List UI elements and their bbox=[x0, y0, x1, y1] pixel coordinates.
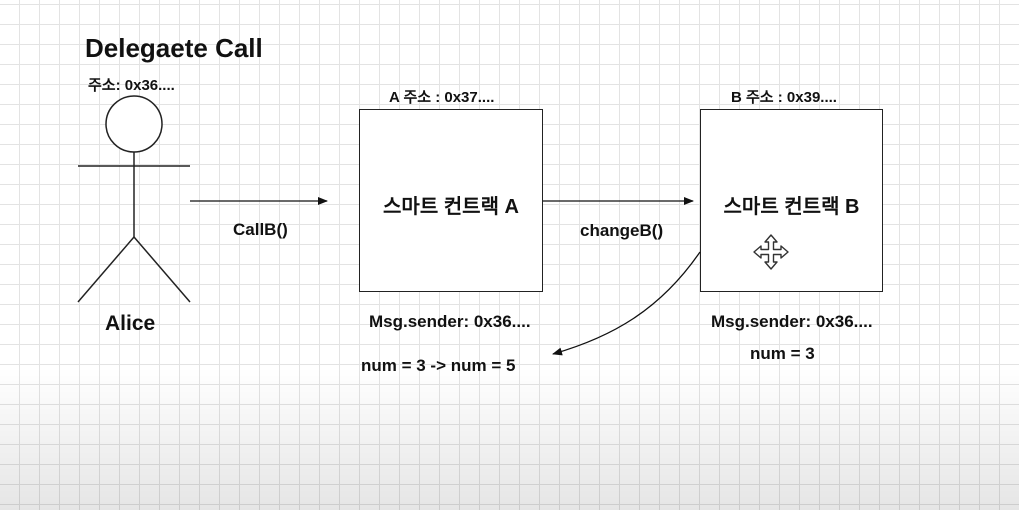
arrow-b-back-to-a bbox=[552, 251, 701, 356]
contract-b-address: B 주소 : 0x39.... bbox=[731, 89, 837, 106]
contract-a-msg-sender: Msg.sender: 0x36.... bbox=[369, 312, 531, 331]
contract-a-state: num = 3 -> num = 5 bbox=[361, 356, 516, 375]
contract-a-address: A 주소 : 0x37.... bbox=[389, 89, 495, 106]
move-icon[interactable] bbox=[752, 233, 790, 271]
contract-b-box[interactable]: 스마트 컨트랙 B bbox=[700, 109, 883, 292]
contract-a-label: 스마트 컨트랙 A bbox=[383, 196, 519, 218]
contract-b-state: num = 3 bbox=[750, 344, 815, 363]
alice-address: 주소: 0x36.... bbox=[88, 77, 175, 94]
contract-a-box[interactable]: 스마트 컨트랙 A bbox=[359, 109, 543, 292]
contract-b-msg-sender: Msg.sender: 0x36.... bbox=[711, 312, 873, 331]
contract-b-label: 스마트 컨트랙 B bbox=[723, 196, 860, 218]
alice-label: Alice bbox=[105, 312, 156, 335]
call-label-callb: CallB() bbox=[233, 220, 288, 239]
diagram-title: Delegaete Call bbox=[85, 33, 263, 63]
call-label-changeb: changeB() bbox=[580, 221, 664, 240]
